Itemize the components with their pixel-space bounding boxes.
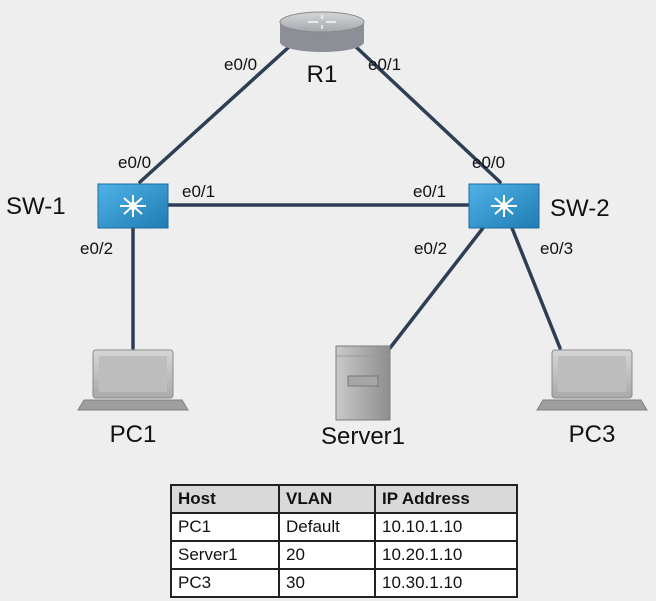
table-header-host: Host — [170, 484, 280, 514]
table-header-row: Host VLAN IP Address — [170, 484, 518, 514]
table-cell-host: PC3 — [170, 568, 280, 598]
link-sw2-server1 — [388, 226, 485, 350]
table-cell-host: Server1 — [170, 540, 280, 570]
port-label-r1-right: e0/1 — [368, 55, 401, 74]
port-label-sw2-server: e0/2 — [414, 239, 447, 258]
port-label-sw2-up: e0/0 — [472, 153, 505, 172]
pc1-laptop-icon — [77, 349, 189, 411]
table-cell-ip: 10.20.1.10 — [374, 540, 518, 570]
switch1-label: SW-1 — [6, 193, 66, 220]
table-cell-ip: 10.30.1.10 — [374, 568, 518, 598]
switch1-icon — [97, 183, 169, 229]
table-cell-ip: 10.10.1.10 — [374, 512, 518, 542]
table-row: Server1 20 10.20.1.10 — [170, 540, 518, 570]
table-cell-host: PC1 — [170, 512, 280, 542]
table-cell-vlan: Default — [278, 512, 376, 542]
switch2-icon — [468, 183, 540, 229]
server1-icon — [335, 345, 391, 421]
host-table: Host VLAN IP Address PC1 Default 10.10.1… — [170, 484, 518, 598]
port-label-sw1-down: e0/2 — [80, 239, 113, 258]
pc3-label: PC3 — [569, 421, 616, 448]
table-header-ip: IP Address — [374, 484, 518, 514]
router-icon — [279, 11, 365, 52]
switch2-label: SW-2 — [550, 195, 610, 222]
table-cell-vlan: 20 — [278, 540, 376, 570]
link-r1-sw2 — [353, 44, 502, 184]
table-header-vlan: VLAN — [278, 484, 376, 514]
table-row: PC1 Default 10.10.1.10 — [170, 512, 518, 542]
table-row: PC3 30 10.30.1.10 — [170, 568, 518, 598]
pc3-laptop-icon — [536, 349, 648, 411]
link-sw2-pc3 — [510, 226, 562, 350]
links — [131, 44, 562, 350]
port-label-sw1-right: e0/1 — [182, 182, 215, 201]
port-label-sw2-left: e0/1 — [413, 182, 446, 201]
port-label-sw1-up: e0/0 — [118, 153, 151, 172]
port-label-sw2-pc3: e0/3 — [540, 239, 573, 258]
link-r1-sw1 — [138, 44, 292, 184]
port-label-r1-left: e0/0 — [224, 55, 257, 74]
router-label: R1 — [307, 61, 338, 88]
pc1-label: PC1 — [110, 421, 157, 448]
server1-label: Server1 — [321, 423, 405, 450]
table-cell-vlan: 30 — [278, 568, 376, 598]
